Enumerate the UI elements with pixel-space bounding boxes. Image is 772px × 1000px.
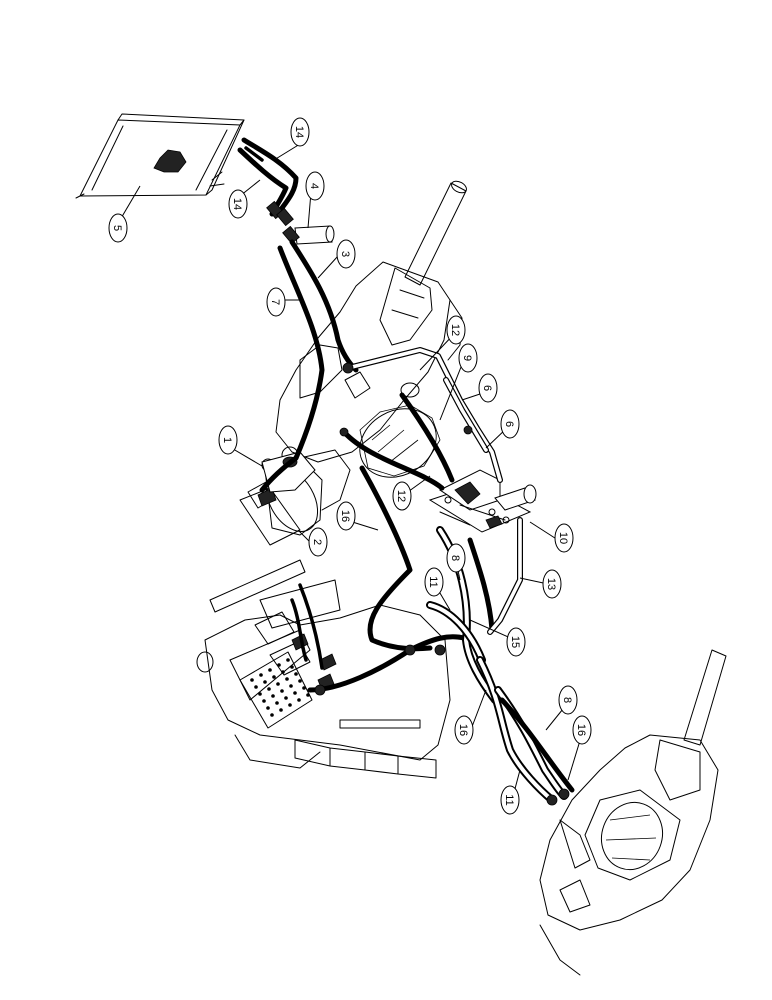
oil-cooler (75, 113, 245, 199)
perforation-hole (306, 693, 310, 697)
svg-text:3: 3 (339, 251, 351, 257)
upper-axle-shaft (404, 180, 467, 286)
callout-1: 1 (218, 425, 238, 455)
svg-text:14: 14 (231, 198, 243, 210)
svg-text:10: 10 (557, 532, 569, 544)
hose-16-upper (359, 465, 433, 652)
svg-text:6: 6 (503, 421, 515, 427)
rear-axle-housing (539, 649, 727, 976)
svg-text:1: 1 (221, 437, 233, 443)
callout-12-upper: 12 (446, 315, 466, 345)
hose-9 (399, 392, 455, 483)
svg-text:16: 16 (339, 510, 351, 522)
callout-8-upper: 8 (446, 543, 466, 573)
perforation-hole (297, 698, 301, 702)
svg-text:6: 6 (481, 385, 493, 391)
perforation-hole (272, 675, 276, 679)
perforation-hole (289, 684, 293, 688)
perforation-hole (286, 658, 290, 662)
svg-text:8: 8 (449, 555, 461, 561)
perforation-hole (285, 677, 289, 681)
callout-3: 3 (336, 239, 356, 269)
perforation-hole (263, 680, 267, 684)
perforation-hole (270, 713, 274, 717)
callout-16-middle: 16 (454, 715, 474, 745)
callout-4: 4 (305, 171, 325, 201)
svg-text:12: 12 (449, 324, 461, 336)
svg-text:2: 2 (311, 539, 323, 545)
perforation-hole (288, 703, 292, 707)
callout-16-upper: 16 (336, 501, 356, 531)
callout-14-lower: 14 (228, 189, 248, 219)
control-valve (428, 469, 537, 533)
callout-6-lower: 6 (500, 409, 520, 439)
svg-text:7: 7 (269, 299, 281, 305)
perforation-hole (271, 694, 275, 698)
perforation-hole (268, 668, 272, 672)
perforation-hole (258, 692, 262, 696)
callout-14-upper: 14 (290, 117, 310, 147)
svg-text:15: 15 (509, 636, 521, 648)
filter-canister (294, 225, 335, 245)
hoses (237, 137, 575, 806)
callout-9: 9 (458, 343, 478, 373)
callouts: 14 14 5 4 3 7 12 9 (108, 117, 592, 815)
perforation-hole (267, 687, 271, 691)
svg-text:16: 16 (457, 724, 469, 736)
hose-12-lower (341, 429, 445, 491)
perforation-hole (276, 682, 280, 686)
hose-7 (277, 245, 325, 461)
hose-3 (289, 239, 359, 373)
callout-11-lower: 11 (500, 785, 520, 815)
svg-text:16: 16 (575, 724, 587, 736)
callout-7: 7 (266, 287, 286, 317)
perforation-hole (284, 696, 288, 700)
svg-text:11: 11 (503, 794, 515, 805)
perforation-hole (280, 689, 284, 693)
perforation-hole (298, 679, 302, 683)
perforation-hole (290, 665, 294, 669)
callout-5: 5 (108, 213, 128, 243)
svg-text:11: 11 (427, 576, 439, 587)
callout-13: 13 (542, 569, 562, 599)
perforation-hole (279, 708, 283, 712)
callout-11-upper: 11 (424, 567, 444, 597)
callout-16-lower: 16 (572, 715, 592, 745)
perforated-plate (239, 651, 313, 729)
callout-8-lower: 8 (558, 685, 578, 715)
svg-text:14: 14 (293, 126, 305, 138)
perforation-hole (275, 701, 279, 705)
perforation-hole (254, 685, 258, 689)
svg-text:12: 12 (395, 490, 407, 502)
hose-14-upper (241, 137, 299, 211)
callout-12-lower: 12 (392, 481, 412, 511)
svg-text:8: 8 (561, 697, 573, 703)
perforation-hole (266, 706, 270, 710)
perforation-hole (293, 691, 297, 695)
perforation-hole (250, 678, 254, 682)
callout-15: 15 (506, 627, 526, 657)
callout-6-upper: 6 (478, 373, 498, 403)
perforation-hole (302, 686, 306, 690)
perforation-hole (259, 673, 263, 677)
callout-10: 10 (554, 523, 574, 553)
svg-text:4: 4 (308, 183, 320, 189)
machine-outlines (196, 180, 727, 976)
perforation-hole (294, 672, 298, 676)
svg-text:5: 5 (111, 225, 123, 231)
perforation-hole (262, 699, 266, 703)
svg-text:13: 13 (545, 578, 557, 590)
callout-2: 2 (308, 527, 328, 557)
svg-text:9: 9 (461, 355, 473, 361)
